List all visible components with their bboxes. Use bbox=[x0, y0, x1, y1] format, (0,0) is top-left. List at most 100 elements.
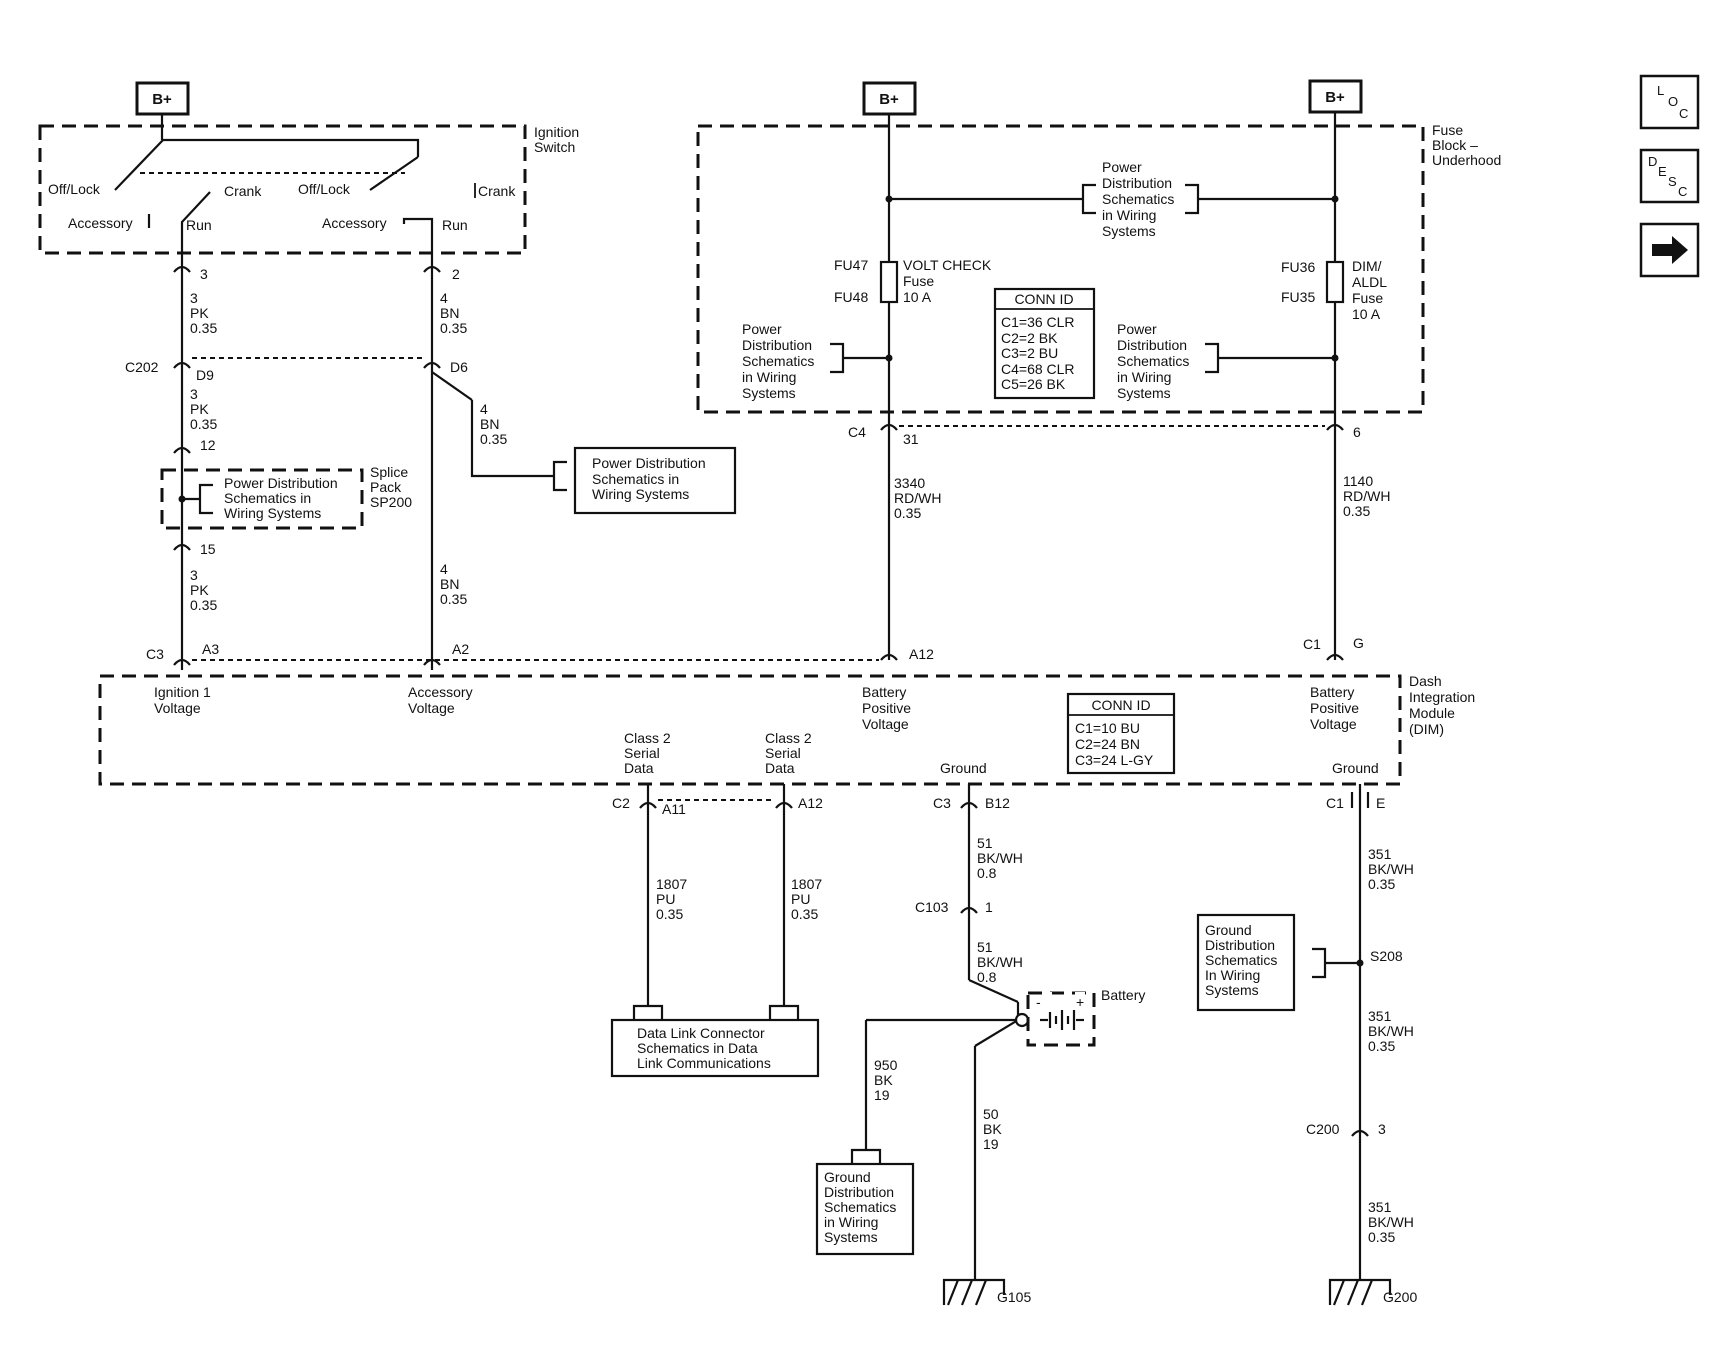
pd-fb-left-line-3: Schematics bbox=[742, 353, 814, 369]
sp200-pd-line-1: Power Distribution bbox=[224, 475, 338, 491]
pd-top-line-1: Power bbox=[1102, 159, 1142, 175]
pd-top-line-5: Systems bbox=[1102, 223, 1156, 239]
fuse-conn-row-2: C2=2 BK bbox=[1001, 330, 1058, 346]
ignition-switch-name-1: Ignition bbox=[534, 124, 579, 140]
wire-4-color-c: BN bbox=[440, 576, 459, 592]
dim-ign1-2: Voltage bbox=[154, 700, 201, 716]
gd-left-line-5: Systems bbox=[824, 1229, 878, 1245]
wire-351-gauge-a: 0.35 bbox=[1368, 876, 1395, 892]
conn-pin-e: E bbox=[1376, 795, 1385, 811]
conn-pin-15: 15 bbox=[200, 541, 216, 557]
wire-50-color: BK bbox=[983, 1121, 1002, 1137]
fuse-right-name-3: Fuse bbox=[1352, 290, 1383, 306]
data-link-connector-box[interactable]: Data Link Connector Schematics in Data L… bbox=[610, 1018, 820, 1078]
pd-mid-line-2: Schematics in bbox=[592, 471, 679, 487]
gd-right-line-5: Systems bbox=[1205, 982, 1259, 998]
wire-351-color-a: BK/WH bbox=[1368, 861, 1414, 877]
conn-pin-a11: A11 bbox=[662, 801, 686, 817]
wire-950-gauge: 19 bbox=[874, 1087, 890, 1103]
conn-c3-top: C3 bbox=[146, 646, 164, 662]
dash-integration-module: Ignition 1 Voltage Accessory Voltage Bat… bbox=[98, 673, 1475, 786]
ignition-switch-name-2: Switch bbox=[534, 139, 575, 155]
fuse-left-rating: 10 A bbox=[903, 289, 932, 305]
wire-3-color-a: PK bbox=[190, 305, 209, 321]
next-page-button[interactable] bbox=[1639, 222, 1700, 278]
fuse-right-rating: 10 A bbox=[1352, 306, 1381, 322]
desc-letter-c: C bbox=[1678, 184, 1687, 199]
pd-top-line-2: Distribution bbox=[1102, 175, 1172, 191]
fuse-volt-check bbox=[879, 260, 899, 304]
dim-bpv-right-2: Positive bbox=[1310, 700, 1359, 716]
conn-pin-b12: B12 bbox=[985, 795, 1010, 811]
circuit-1140-rdwh: 6 1140 RD/WH 0.35 C1 G bbox=[1303, 423, 1390, 661]
ground-distribution-box-left[interactable]: Ground Distribution Schematics in Wiring… bbox=[815, 1162, 915, 1256]
conn-pin-d9: D9 bbox=[196, 367, 214, 383]
pd-schematics-box-mid[interactable]: Power Distribution Schematics in Wiring … bbox=[573, 446, 737, 515]
dim-bpv-left-3: Voltage bbox=[862, 716, 909, 732]
wire-51-gauge-b: 0.8 bbox=[977, 969, 997, 985]
dim-conn-id-header: CONN ID bbox=[1091, 697, 1150, 713]
conn-c3-bottom: C3 bbox=[933, 795, 951, 811]
circuit-4-bn: 2 4 BN 0.35 D6 4 BN 0.35 4 BN 0.35 A2 bbox=[423, 238, 567, 670]
wire-51-circuit-b: 51 bbox=[977, 939, 993, 955]
fuse-left-name-1: VOLT CHECK bbox=[903, 257, 992, 273]
conn-pin-d6: D6 bbox=[450, 359, 468, 375]
dim-class2-b-2: Serial bbox=[765, 745, 801, 761]
wire-1807-circuit-a: 1807 bbox=[656, 876, 687, 892]
fu48-label: FU48 bbox=[834, 289, 868, 305]
ground-distribution-box-right[interactable]: Ground Distribution Schematics In Wiring… bbox=[1196, 913, 1296, 1012]
splice-pack-label-2: Pack bbox=[370, 479, 402, 495]
desc-button[interactable]: D E S C bbox=[1639, 148, 1700, 204]
crank-right: Crank bbox=[478, 183, 516, 199]
dim-bpv-left-1: Battery bbox=[862, 684, 906, 700]
conn-pin-1: 1 bbox=[985, 899, 993, 915]
wire-351-circuit-a: 351 bbox=[1368, 846, 1392, 862]
wire-51-circuit-a: 51 bbox=[977, 835, 993, 851]
wire-3-gauge-a: 0.35 bbox=[190, 320, 217, 336]
sp200-pd-line-3: Wiring Systems bbox=[224, 505, 321, 521]
splice-pack-label-1: Splice bbox=[370, 464, 408, 480]
pd-fb-right-line-1: Power bbox=[1117, 321, 1157, 337]
pd-fb-right-line-2: Distribution bbox=[1117, 337, 1187, 353]
gd-left-line-1: Ground bbox=[824, 1169, 871, 1185]
dim-ground-right: Ground bbox=[1332, 760, 1379, 776]
dlc-line-3: Link Communications bbox=[637, 1055, 771, 1071]
wire-1140-circuit: 1140 bbox=[1343, 473, 1373, 489]
dim-conn-row-3: C3=24 L-GY bbox=[1075, 752, 1154, 768]
loc-button[interactable]: L O C bbox=[1639, 74, 1700, 130]
conn-pin-a2: A2 bbox=[452, 641, 469, 657]
pd-top-line-3: Schematics bbox=[1102, 191, 1174, 207]
conn-pin-3-c200: 3 bbox=[1378, 1121, 1386, 1137]
dim-name-1: Dash bbox=[1409, 673, 1442, 689]
dim-conn-row-2: C2=24 BN bbox=[1075, 736, 1140, 752]
desc-letter-e: E bbox=[1658, 164, 1667, 179]
dlc-line-2: Schematics in Data bbox=[637, 1040, 758, 1056]
gd-right-line-4: In Wiring bbox=[1205, 967, 1260, 983]
wire-4-circuit-b: 4 bbox=[480, 401, 488, 417]
dim-conn-id: CONN ID C1=10 BU C2=24 BN C3=24 L-GY bbox=[1066, 692, 1176, 775]
gd-right-line-3: Schematics bbox=[1205, 952, 1277, 968]
wire-1807-color-a: PU bbox=[656, 891, 675, 907]
bplus-left-label: B+ bbox=[152, 91, 172, 108]
conn-c4: C4 bbox=[848, 424, 866, 440]
wire-1807-circuit-b: 1807 bbox=[791, 876, 822, 892]
dim-ground-left: Ground bbox=[940, 760, 987, 776]
fuse-block-name-1: Fuse bbox=[1432, 122, 1463, 138]
fuse-conn-row-4: C4=68 CLR bbox=[1001, 361, 1075, 377]
wire-50-circuit: 50 bbox=[983, 1106, 999, 1122]
fu35-label: FU35 bbox=[1281, 289, 1315, 305]
fuse-block-underhood: Power Distribution Schematics in Wiring … bbox=[696, 112, 1501, 660]
wire-4-gauge-b: 0.35 bbox=[480, 431, 507, 447]
pd-mid-line-1: Power Distribution bbox=[592, 455, 706, 471]
circuit-3340-rdwh: C4 31 3340 RD/WH 0.35 A12 bbox=[848, 423, 941, 662]
wire-3-color-b: PK bbox=[190, 401, 209, 417]
wire-3-circuit-c: 3 bbox=[190, 567, 198, 583]
battery-symbol: - + Battery bbox=[1026, 987, 1145, 1047]
wire-351-circuit-b: 351 bbox=[1368, 1008, 1392, 1024]
fuse-right-name-2: ALDL bbox=[1352, 274, 1387, 290]
dim-name-3: Module bbox=[1409, 705, 1455, 721]
dim-class2-a-3: Data bbox=[624, 760, 654, 776]
battery-minus: - bbox=[1036, 994, 1041, 1010]
loc-letter-o: O bbox=[1668, 94, 1678, 109]
desc-letter-d: D bbox=[1648, 154, 1657, 169]
